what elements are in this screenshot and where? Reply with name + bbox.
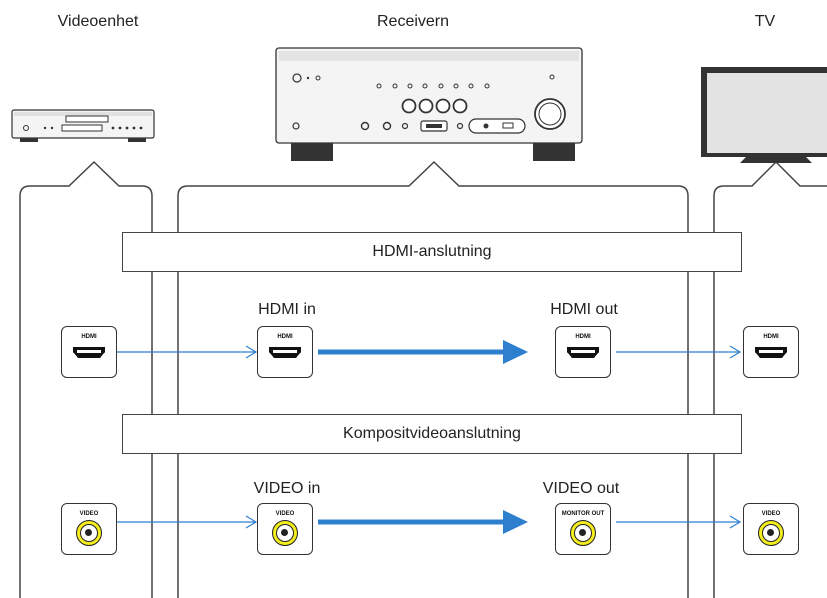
video-out-label: VIDEO out xyxy=(542,480,620,497)
video-tag: VIDEO xyxy=(761,511,781,517)
video-device-label: Videoenhet xyxy=(57,13,139,30)
hdmi-tag: HDMI xyxy=(277,334,293,340)
hdmi-port-icon xyxy=(73,347,105,358)
receiver-video-in-jack: VIDEO xyxy=(257,503,313,555)
tv-label: TV xyxy=(754,13,776,30)
receiver-panel xyxy=(177,160,689,598)
tv-video-jack: VIDEO xyxy=(743,503,799,555)
video-device-icon xyxy=(11,109,155,142)
source-video-jack: VIDEO xyxy=(61,503,117,555)
rca-port-icon xyxy=(570,520,596,546)
receiver-hdmi-out-jack: HDMI xyxy=(555,326,611,378)
rca-port-icon xyxy=(76,520,102,546)
hdmi-port-icon xyxy=(269,347,301,358)
receiver-monitor-out-jack: MONITOR OUT xyxy=(555,503,611,555)
video-in-label: VIDEO in xyxy=(253,480,321,497)
tv-hdmi-jack: HDMI xyxy=(743,326,799,378)
video-tag: VIDEO xyxy=(79,511,99,517)
hdmi-tag: HDMI xyxy=(763,334,779,340)
hdmi-in-label: HDMI in xyxy=(258,301,316,318)
hdmi-port-icon xyxy=(755,347,787,358)
rca-port-icon xyxy=(758,520,784,546)
hdmi-tag: HDMI xyxy=(575,334,591,340)
source-hdmi-jack: HDMI xyxy=(61,326,117,378)
tv-device-icon xyxy=(701,67,827,163)
composite-signal-path xyxy=(117,510,742,534)
rca-port-icon xyxy=(272,520,298,546)
video-tag: VIDEO xyxy=(275,511,295,517)
source-panel xyxy=(19,160,153,598)
receiver-device-icon xyxy=(275,47,583,161)
tv-panel xyxy=(713,160,827,598)
hdmi-port-icon xyxy=(567,347,599,358)
monitor-out-tag: MONITOR OUT xyxy=(561,511,605,517)
composite-section-title: Kompositvideoanslutning xyxy=(122,414,742,454)
hdmi-section-title: HDMI-anslutning xyxy=(122,232,742,272)
receiver-hdmi-in-jack: HDMI xyxy=(257,326,313,378)
receiver-label: Receivern xyxy=(376,13,450,30)
hdmi-tag: HDMI xyxy=(81,334,97,340)
hdmi-signal-path xyxy=(117,340,742,364)
hdmi-out-label: HDMI out xyxy=(550,301,618,318)
